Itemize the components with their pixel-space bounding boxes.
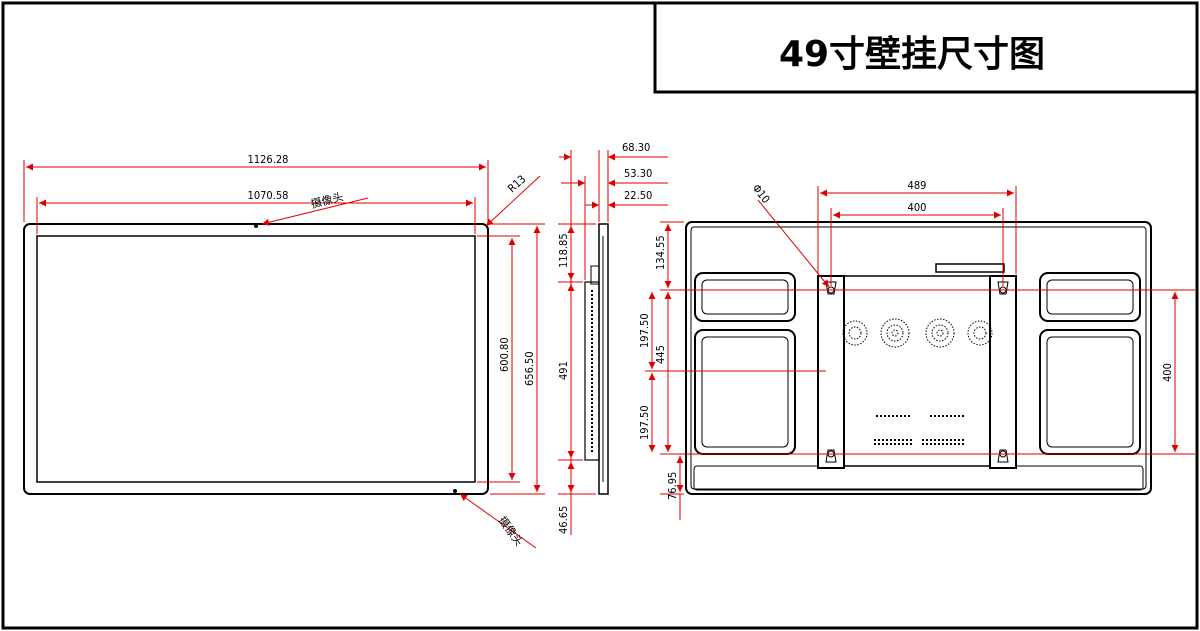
dim-display-width: 1070.58 — [248, 189, 289, 202]
dim-outer-pitch-v: 445 — [654, 345, 667, 364]
dim-corner-radius: R13 — [505, 173, 528, 196]
back-handle — [935, 263, 1005, 273]
back-panel-top-right — [1039, 272, 1141, 322]
dim-hole-diameter: Φ10 — [750, 182, 773, 206]
dim-outer-pitch-h: 489 — [908, 179, 927, 192]
dim-depth-thin: 22.50 — [624, 189, 652, 202]
speaker-grilles — [842, 318, 993, 348]
dim-body-height: 491 — [557, 361, 570, 380]
bottom-label: 摄像头 — [496, 514, 527, 549]
bottom-dot — [453, 489, 457, 493]
dim-bottom-offset: 46.65 — [557, 506, 570, 534]
dim-vesa-v: 400 — [1161, 363, 1174, 382]
side-rear-housing — [584, 281, 600, 461]
mount-bracket-right — [989, 275, 1017, 469]
back-panel-bottom-left — [694, 329, 796, 455]
title-block-frame — [653, 3, 1197, 94]
back-panel-top-left — [694, 272, 796, 322]
dim-back-top-offset: 134.55 — [654, 235, 667, 270]
drawing-title: 49寸壁挂尺寸图 — [779, 34, 1045, 75]
front-view: 1126.28 1070.58 R13 摄像头 摄像头 600.80 656.5… — [23, 153, 545, 549]
camera-dot — [254, 224, 258, 228]
dim-vesa-h: 400 — [908, 201, 927, 214]
dim-depth-mid: 53.30 — [624, 167, 652, 180]
front-bezel — [23, 223, 489, 495]
side-step — [590, 265, 600, 285]
dim-overall-width: 1126.28 — [248, 153, 289, 166]
back-inner-outline — [690, 226, 1147, 490]
back-view: 489 400 Φ10 134.55 197.50 445 197.50 76.… — [638, 179, 1195, 520]
back-bottom-strip — [693, 465, 1144, 491]
front-display-area — [36, 235, 476, 483]
dim-top-offset: 118.85 — [557, 233, 570, 268]
mount-bracket-left — [817, 275, 845, 469]
back-panel-bottom-right — [1039, 329, 1141, 455]
side-view: 68.30 53.30 22.50 118.85 491 46.65 — [557, 141, 668, 535]
dim-display-height: 600.80 — [498, 337, 511, 372]
back-outline — [685, 221, 1152, 495]
vent-rows — [874, 415, 966, 445]
dim-upper-span: 197.50 — [638, 313, 651, 348]
dim-back-bottom-offset: 76.95 — [666, 472, 679, 500]
dim-depth-total: 68.30 — [622, 141, 650, 154]
back-center-module — [825, 275, 1013, 467]
dim-lower-span: 197.50 — [638, 405, 651, 440]
dim-overall-height: 656.50 — [523, 351, 536, 386]
